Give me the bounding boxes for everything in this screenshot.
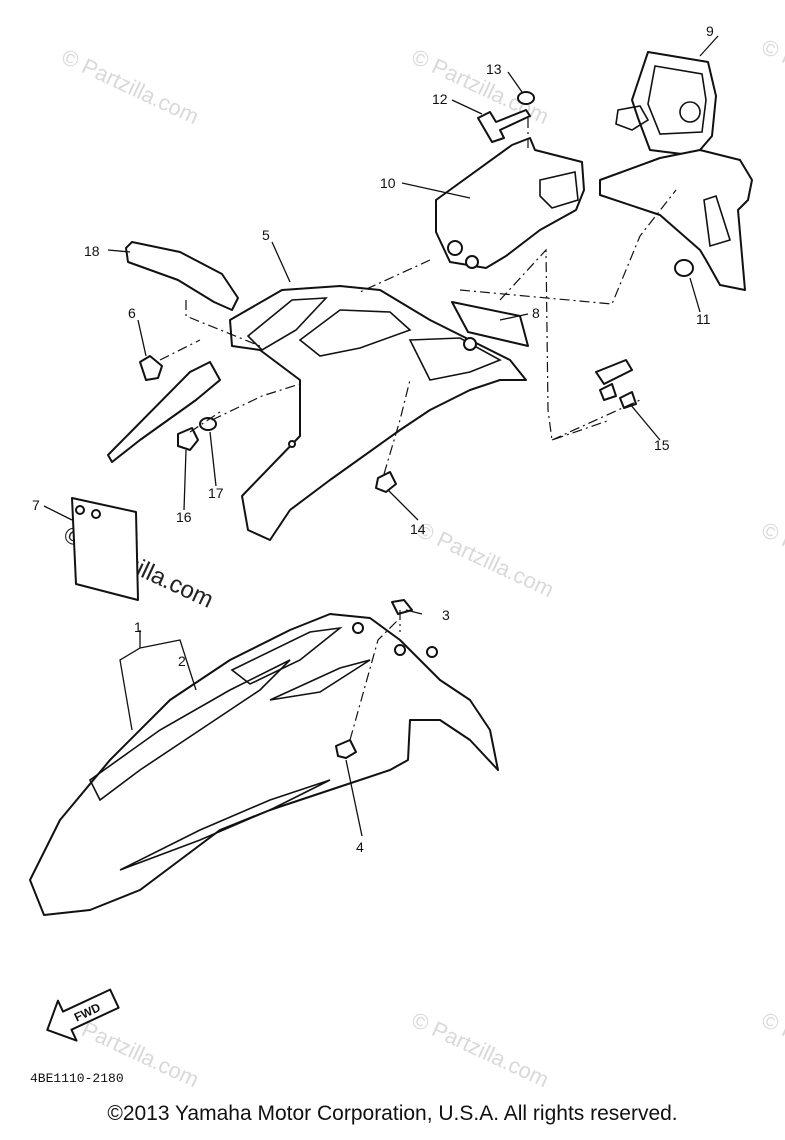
- watermark-3: © Partzilla.com: [413, 517, 558, 602]
- callout-12: 12: [432, 91, 448, 107]
- plate-8: [451, 301, 529, 347]
- watermark-8: © Partzilla.com: [758, 34, 785, 119]
- callout-10: 10: [380, 175, 396, 191]
- callout-6: 6: [128, 305, 136, 321]
- callout-16: 16: [176, 509, 192, 525]
- license-bracket: [599, 51, 753, 291]
- strip-18: [125, 241, 239, 311]
- bolt-12: [477, 91, 535, 143]
- callouts: 1 2 3 4 5 6 7 8 9 10 11 12 13 14 15 16 1…: [32, 23, 714, 855]
- watermark-6: © Partzilla.com: [408, 1007, 553, 1092]
- plate-7: [71, 497, 139, 601]
- copyright-text: ©2013 Yamaha Motor Corporation, U.S.A. A…: [107, 1102, 678, 1125]
- callout-11: 11: [696, 311, 711, 327]
- rear-fender: [107, 285, 527, 541]
- callout-14: 14: [410, 521, 426, 537]
- callout-2: 2: [178, 653, 186, 669]
- leader-lines: [43, 35, 719, 837]
- diagram-code: 4BE1110-2180: [30, 1071, 124, 1086]
- callout-9: 9: [706, 23, 714, 39]
- screws: [375, 359, 637, 493]
- watermark-4: © Partzilla.com: [758, 517, 785, 602]
- watermark-1: © Partzilla.com: [58, 44, 203, 129]
- callout-15: 15: [654, 437, 670, 453]
- callout-3: 3: [442, 607, 450, 623]
- callout-4: 4: [356, 839, 364, 855]
- assembly-lines: [159, 118, 677, 741]
- callout-7: 7: [32, 497, 40, 513]
- callout-1: 1: [134, 619, 142, 635]
- callout-18: 18: [84, 243, 100, 259]
- callout-8: 8: [532, 305, 540, 321]
- rear-flap: [435, 137, 585, 269]
- callout-13: 13: [486, 61, 502, 77]
- fasteners-left: [139, 355, 217, 451]
- watermark-7: © Partzilla.com: [758, 1007, 785, 1092]
- front-fender: [29, 599, 499, 916]
- callout-5: 5: [262, 227, 270, 243]
- callout-17: 17: [208, 485, 224, 501]
